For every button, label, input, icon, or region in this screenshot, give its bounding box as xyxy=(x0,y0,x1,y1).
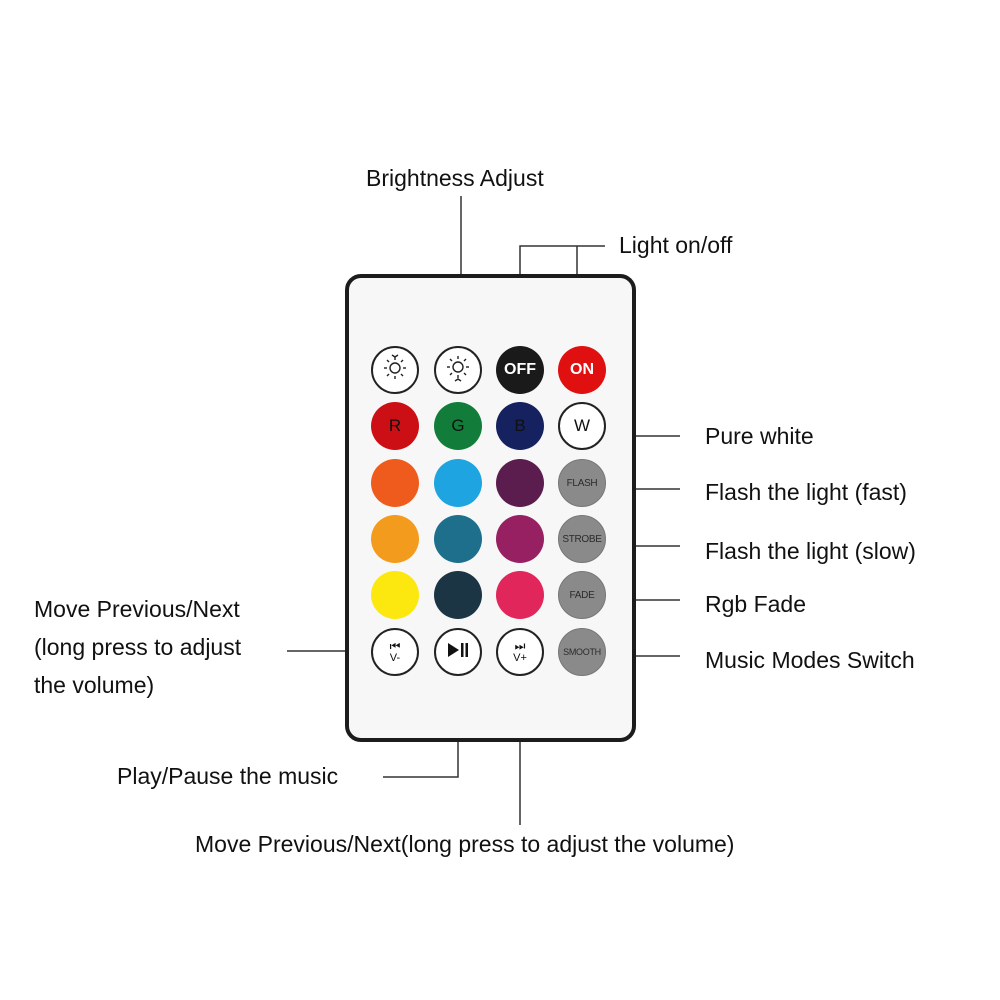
color-button-sky-blue[interactable] xyxy=(434,459,482,507)
next-track-icon: ⏭ xyxy=(514,639,526,653)
brightness-down-button[interactable] xyxy=(371,346,419,394)
green-button[interactable]: G xyxy=(434,402,482,450)
label-flash-slow: Flash the light (slow) xyxy=(705,538,916,564)
smooth-button[interactable]: SMOOTH xyxy=(558,628,606,676)
label-rgb-fade: Rgb Fade xyxy=(705,591,807,617)
strobe-button[interactable]: STROBE xyxy=(558,515,606,563)
flash-button[interactable]: FLASH xyxy=(558,459,606,507)
strobe-button-label: STROBE xyxy=(562,533,602,545)
label-move-previous-next-left: Move Previous/Next (long press to adjust… xyxy=(34,596,242,698)
play-pause-icon xyxy=(446,640,470,665)
on-button-label: ON xyxy=(570,361,594,378)
brightness-up-icon xyxy=(444,354,472,387)
label-brightness-adjust: Brightness Adjust xyxy=(366,165,544,191)
color-button-teal[interactable] xyxy=(434,515,482,563)
label-play-pause: Play/Pause the music xyxy=(117,763,339,789)
color-button-plum[interactable] xyxy=(496,459,544,507)
flash-button-label: FLASH xyxy=(566,477,598,489)
green-button-label: G xyxy=(451,416,465,435)
on-button[interactable]: ON xyxy=(558,346,606,394)
label-light-on-off: Light on/off xyxy=(619,232,733,258)
play-pause-button[interactable] xyxy=(434,628,482,676)
color-button-dark-slate[interactable] xyxy=(434,571,482,619)
next-button[interactable]: ⏭ V+ xyxy=(496,628,544,676)
color-button-amber[interactable] xyxy=(371,515,419,563)
label-music-modes-switch: Music Modes Switch xyxy=(705,647,915,673)
blue-button[interactable]: B xyxy=(496,402,544,450)
remote-control: OFF ON R G B W FLASH STROBE FADE ⏮ V- xyxy=(345,274,636,742)
fade-button[interactable]: FADE xyxy=(558,571,606,619)
color-button-magenta[interactable] xyxy=(496,515,544,563)
volume-down-label: V- xyxy=(389,652,401,664)
color-button-orange[interactable] xyxy=(371,459,419,507)
red-button-label: R xyxy=(388,416,402,435)
white-button-label: W xyxy=(573,416,591,435)
off-button[interactable]: OFF xyxy=(496,346,544,394)
color-button-pink-red[interactable] xyxy=(496,571,544,619)
label-pure-white: Pure white xyxy=(705,423,814,449)
label-flash-fast: Flash the light (fast) xyxy=(705,479,907,505)
smooth-button-label: SMOOTH xyxy=(563,647,601,657)
previous-button[interactable]: ⏮ V- xyxy=(371,628,419,676)
brightness-down-icon xyxy=(381,353,409,387)
label-move-previous-next-bottom: Move Previous/Next(long press to adjust … xyxy=(195,831,735,857)
fade-button-label: FADE xyxy=(569,589,595,601)
brightness-up-button[interactable] xyxy=(434,346,482,394)
previous-track-icon: ⏮ xyxy=(389,639,401,653)
volume-up-label: V+ xyxy=(513,652,527,664)
white-button[interactable]: W xyxy=(558,402,606,450)
red-button[interactable]: R xyxy=(371,402,419,450)
blue-button-label: B xyxy=(514,416,526,435)
off-button-label: OFF xyxy=(504,361,536,378)
color-button-yellow[interactable] xyxy=(371,571,419,619)
